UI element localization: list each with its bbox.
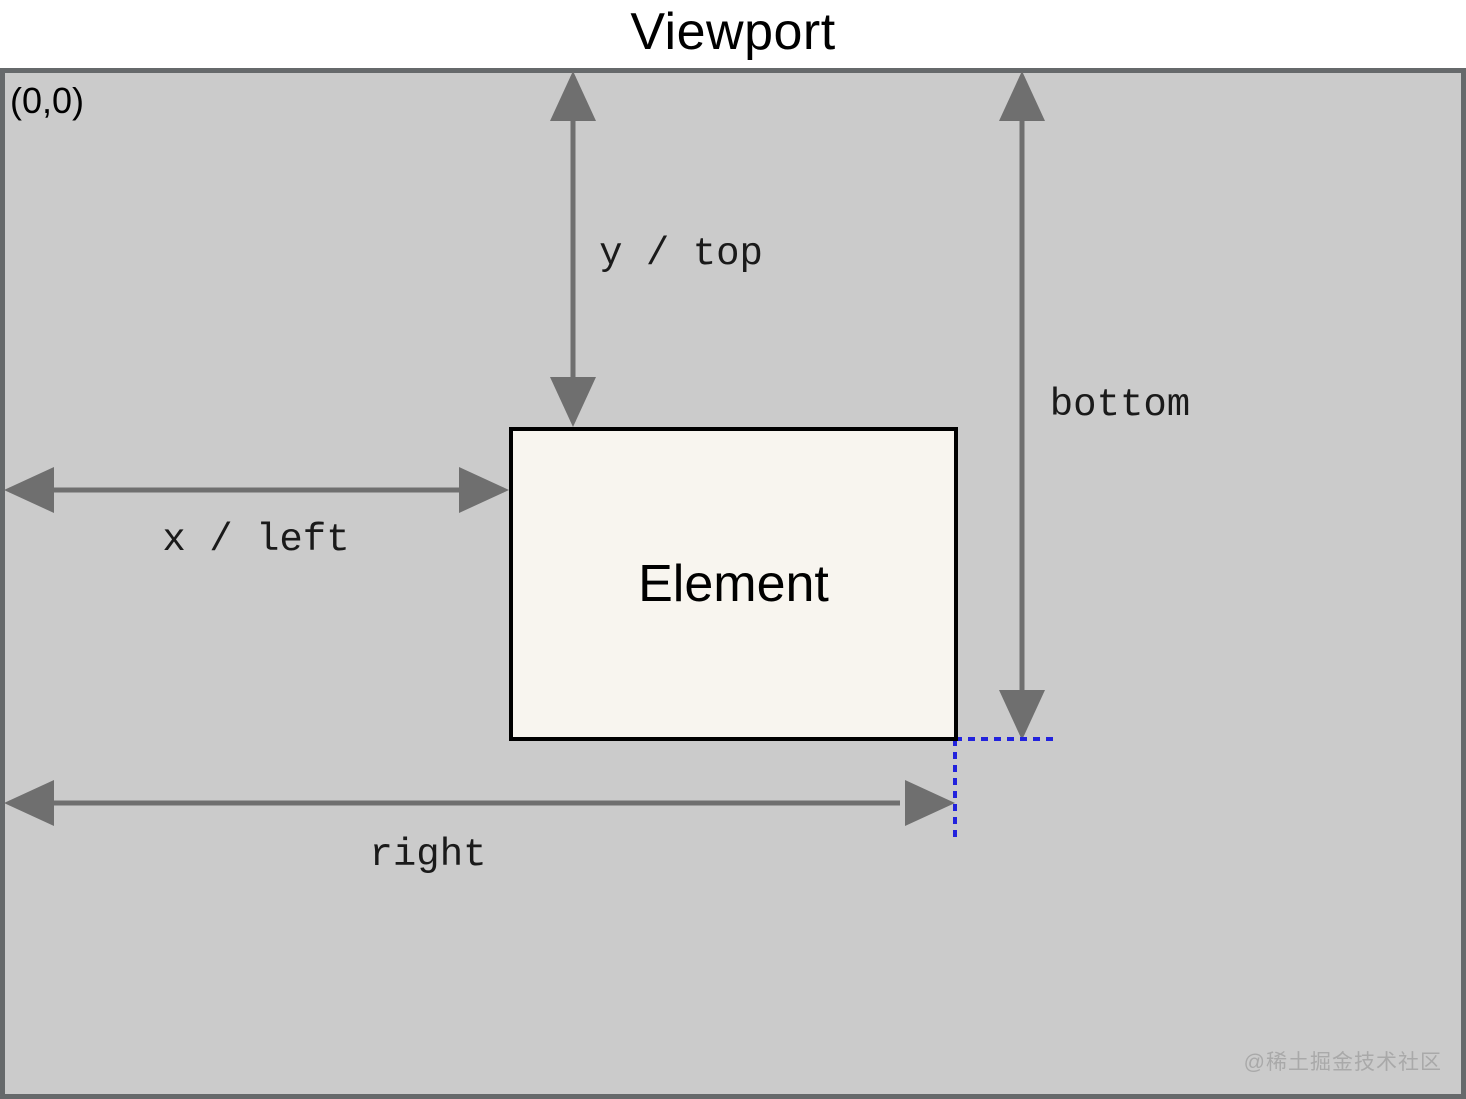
arrow-right [4, 780, 955, 826]
arrow-y-top [550, 71, 596, 427]
arrow-bottom [999, 71, 1045, 740]
element-label: Element [638, 555, 829, 613]
arrow-bottom-head-down [999, 690, 1045, 740]
arrow-label-bottom: bottom [1049, 383, 1191, 427]
arrow-label-right: right [369, 833, 487, 877]
arrow-label-x-left: x / left [162, 518, 350, 562]
guide-dashed-lines [953, 737, 1058, 843]
arrow-x-left-head-right [459, 467, 509, 513]
element-box: Element [509, 427, 958, 741]
arrow-label-y-top: y / top [599, 232, 763, 276]
arrow-right-head-right [905, 780, 955, 826]
arrow-y-top-head-up [550, 71, 596, 121]
arrow-bottom-head-up [999, 71, 1045, 121]
arrow-y-top-head-down [550, 377, 596, 427]
arrow-x-left-head-left [4, 467, 54, 513]
arrow-right-head-left [4, 780, 54, 826]
page-title: Viewport [630, 3, 836, 61]
arrow-x-left [4, 467, 509, 513]
watermark: @稀土掘金技术社区 [1243, 1051, 1442, 1074]
origin-coordinate-label: (0,0) [10, 80, 85, 121]
